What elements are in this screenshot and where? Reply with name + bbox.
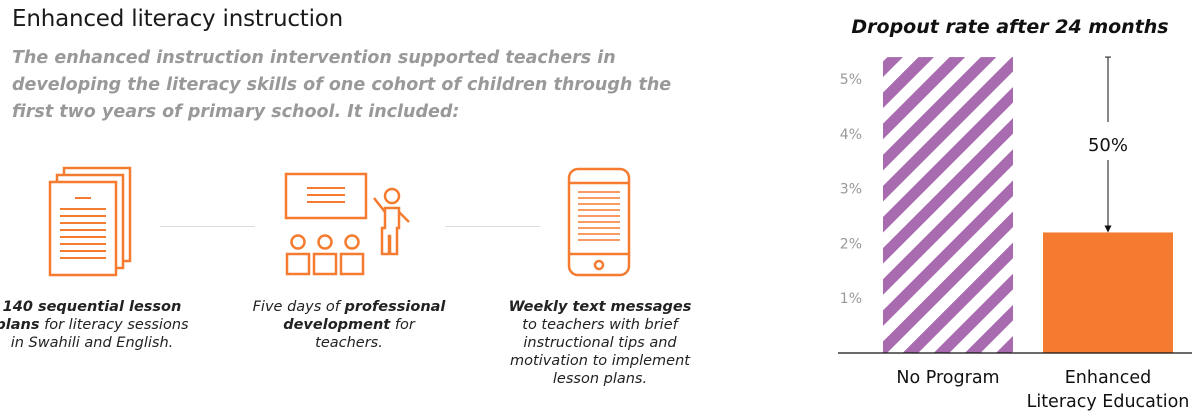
y-tick-label: 1% <box>840 291 862 307</box>
caption-text: for literacy sessions in Swahili and Eng… <box>10 317 189 351</box>
caption-text: for teachers. <box>315 317 415 351</box>
annotation-arrowhead <box>1104 225 1112 233</box>
page-title: Enhanced literacy instruction <box>12 6 344 32</box>
caption-professional-development: Five days of professional development fo… <box>249 298 449 352</box>
caption-bold: Weekly text messages <box>508 299 692 315</box>
connector-line <box>160 226 255 227</box>
y-tick-label: 3% <box>840 182 862 198</box>
y-tick-label: 2% <box>840 236 862 252</box>
page-subtitle: The enhanced instruction intervention su… <box>12 48 672 122</box>
professional-development-icon <box>284 172 410 276</box>
lesson-plans-icon <box>48 166 132 277</box>
y-tick-label: 5% <box>840 72 862 88</box>
bar <box>883 57 1013 354</box>
x-category-label: Literacy Education <box>1027 392 1190 412</box>
y-tick-label: 4% <box>840 127 862 143</box>
phone-message-icon <box>567 167 631 277</box>
bar <box>1043 232 1173 353</box>
chart-title: Dropout rate after 24 months <box>851 16 1169 38</box>
x-category-label: Enhanced <box>1065 368 1152 388</box>
caption-bold: professional development <box>283 299 446 333</box>
caption-text: Five days of <box>252 299 345 315</box>
connector-line <box>445 226 540 227</box>
caption-text-messages: Weekly text messages to teachers with br… <box>500 298 700 388</box>
annotation-label: 50% <box>1088 135 1128 156</box>
caption-text: to teachers with brief instructional tip… <box>510 317 690 387</box>
caption-lesson-plans: 140 sequential lesson plans for literacy… <box>0 298 192 352</box>
caption-bold: 140 sequential lesson plans <box>0 299 182 333</box>
x-category-label: No Program <box>896 368 999 388</box>
